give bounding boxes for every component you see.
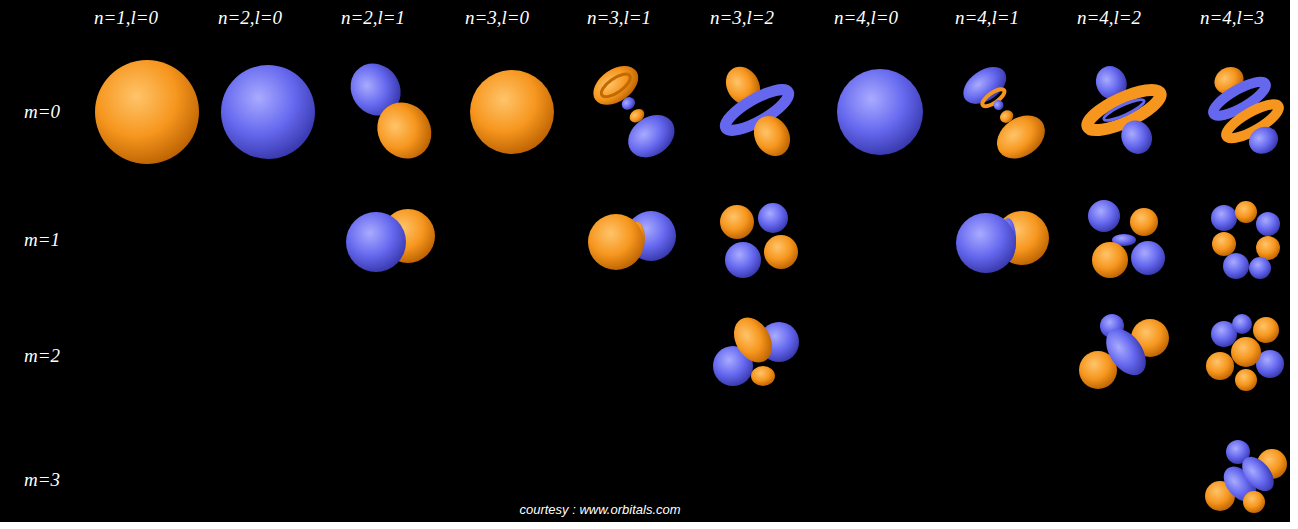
orbital-4f1 (1211, 201, 1280, 279)
row-label: m=3 (24, 469, 60, 491)
orbital-3d2 (713, 311, 799, 386)
orbital-4d1 (1088, 200, 1165, 278)
orbital-2p0 (339, 52, 442, 169)
orbital-4p0 (955, 58, 1053, 167)
orbital-4f2 (1206, 314, 1284, 391)
orbital-4p1 (956, 211, 1049, 273)
column-header: n=4,l=1 (955, 7, 1019, 29)
orbital-4d2 (1079, 314, 1169, 389)
column-header: n=4,l=3 (1200, 7, 1264, 29)
column-header: n=3,l=2 (710, 7, 774, 29)
column-header: n=3,l=0 (465, 7, 529, 29)
orbital-4f0 (1197, 54, 1296, 166)
orbital-4s (837, 69, 923, 155)
orbital-3p0 (586, 58, 683, 166)
orbital-2p1 (346, 209, 435, 272)
column-header: n=4,l=2 (1077, 7, 1141, 29)
orbital-2s (221, 65, 315, 159)
column-header: n=2,l=0 (218, 7, 282, 29)
column-header: n=1,l=0 (94, 7, 158, 29)
row-label: m=0 (24, 101, 60, 123)
credit-note: courtesy : www.orbitals.com (519, 502, 680, 517)
orbital-4d0 (1068, 50, 1180, 169)
orbital-4f3 (1205, 440, 1287, 513)
orbital-3d0 (702, 50, 814, 172)
orbital-3s (470, 70, 554, 154)
row-label: m=2 (24, 345, 60, 367)
column-header: n=2,l=1 (341, 7, 405, 29)
column-header: n=4,l=0 (834, 7, 898, 29)
orbital-3d1 (720, 203, 798, 278)
orbital-3p1 (588, 211, 676, 270)
column-header: n=3,l=1 (587, 7, 651, 29)
row-label: m=1 (24, 229, 60, 251)
orbital-1s (95, 60, 199, 164)
